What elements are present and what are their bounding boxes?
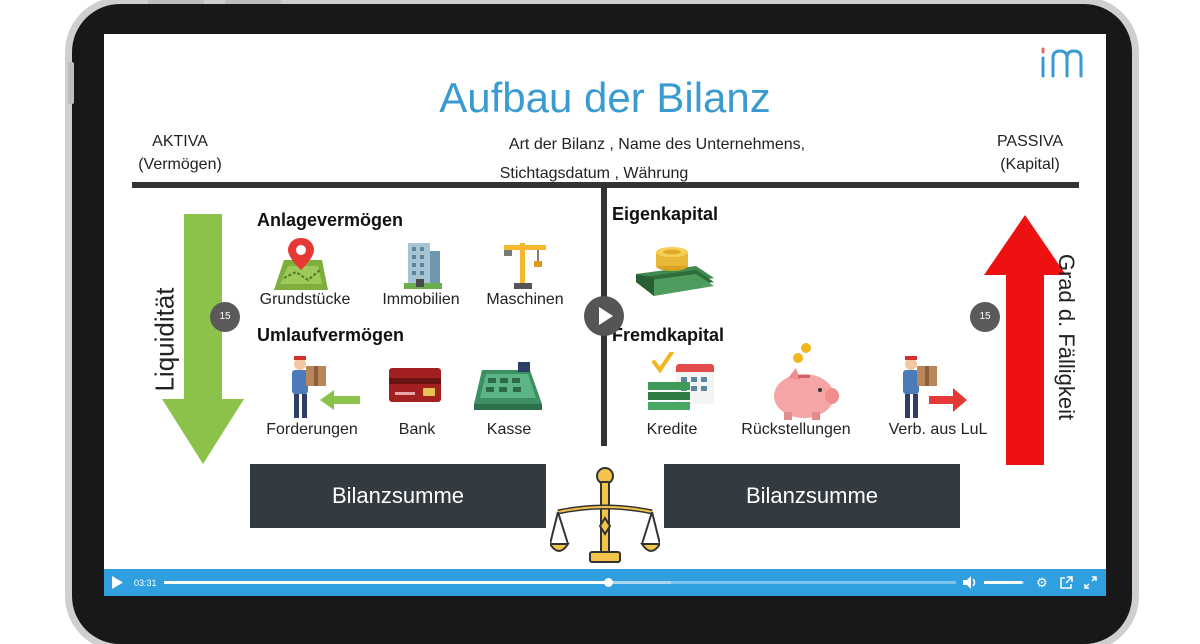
balance-header-info: Art der Bilanz , Name des Unternehmens, … xyxy=(404,130,844,188)
grundstuecke-label: Grundstücke xyxy=(259,291,351,308)
center-play-button[interactable] xyxy=(584,296,624,336)
progress-track[interactable] xyxy=(164,578,956,587)
crane-icon xyxy=(504,243,546,289)
volume-slider[interactable] xyxy=(984,581,1024,584)
progress-played xyxy=(164,581,608,584)
tablet-top-button xyxy=(148,0,204,4)
aktiva-label: AKTIVA xyxy=(152,133,208,150)
bilanzsumme-aktiva-box: Bilanzsumme xyxy=(250,464,546,528)
current-time: 03:31 xyxy=(134,578,157,588)
verb-lul-label: Verb. aus LuL xyxy=(888,421,988,438)
loan-calendar-icon xyxy=(648,352,714,410)
building-icon xyxy=(404,243,442,289)
immobilien-label: Immobilien xyxy=(382,291,460,308)
skip-forward-label: 15 xyxy=(979,311,991,322)
faelligkeit-label: Grad d. Fälligkeit xyxy=(1054,253,1079,421)
land-plot-icon xyxy=(274,238,328,290)
liquidity-arrow-icon xyxy=(162,214,244,464)
aktiva-header: AKTIVA (Vermögen) xyxy=(134,130,226,176)
forderungen-label: Forderungen xyxy=(266,421,358,438)
popout-icon[interactable] xyxy=(1060,576,1073,589)
volume-level xyxy=(984,581,1022,584)
liquiditaet-label: Liquidität xyxy=(149,287,180,392)
credit-card-icon xyxy=(389,368,441,402)
slide-title: Aufbau der Bilanz xyxy=(439,74,771,121)
tablet-side-button xyxy=(68,62,74,104)
passiva-label: PASSIVA xyxy=(996,133,1064,150)
play-icon xyxy=(599,307,613,325)
fremdkapital-title: Fremdkapital xyxy=(612,325,725,345)
play-pause-icon[interactable] xyxy=(111,576,124,589)
video-screen[interactable]: Aufbau der Bilanz AKTIVA (Vermögen) PASS… xyxy=(104,34,1106,596)
tablet-top-button-2 xyxy=(225,0,281,4)
aktiva-sublabel: (Vermögen) xyxy=(138,156,222,173)
umlaufvermoegen-title: Umlaufvermögen xyxy=(257,325,405,345)
bank-label: Bank xyxy=(398,421,436,438)
skip-back-label: 15 xyxy=(219,311,231,322)
header-info-line2: Stichtagsdatum , Währung xyxy=(499,165,689,182)
due-date-arrow-icon xyxy=(984,215,1066,465)
money-stack-icon xyxy=(636,247,714,296)
settings-gear-icon[interactable]: ⚙ xyxy=(1036,575,1048,590)
balance-scale-icon xyxy=(550,467,660,563)
brand-logo-icon xyxy=(1041,47,1083,78)
anlagevermoegen-title: Anlagevermögen xyxy=(257,210,404,230)
skip-forward-15-button[interactable]: 15 xyxy=(970,302,1000,332)
kasse-label: Kasse xyxy=(486,421,532,438)
cash-register-icon xyxy=(474,362,542,410)
header-info-line1: Art der Bilanz , Name des Unternehmens, xyxy=(508,136,806,153)
maschinen-label: Maschinen xyxy=(486,291,564,308)
piggy-bank-icon xyxy=(774,343,839,420)
progress-thumb[interactable] xyxy=(603,578,613,587)
passiva-header: PASSIVA (Kapital) xyxy=(984,130,1076,176)
rueckstellungen-label: Rückstellungen xyxy=(741,421,851,438)
volume-icon[interactable] xyxy=(963,576,977,589)
skip-back-15-button[interactable]: 15 xyxy=(210,302,240,332)
bilanzsumme-passiva-box: Bilanzsumme xyxy=(664,464,960,528)
passiva-sublabel: (Kapital) xyxy=(1000,156,1060,173)
delivery-icon xyxy=(903,356,967,418)
video-control-bar: 03:31 ⚙ xyxy=(104,569,1106,596)
kredite-label: Kredite xyxy=(646,421,698,438)
courier-icon xyxy=(292,356,360,418)
eigenkapital-title: Eigenkapital xyxy=(612,204,719,224)
fullscreen-icon[interactable] xyxy=(1084,576,1097,589)
t-account-horizontal-line xyxy=(132,182,1079,188)
